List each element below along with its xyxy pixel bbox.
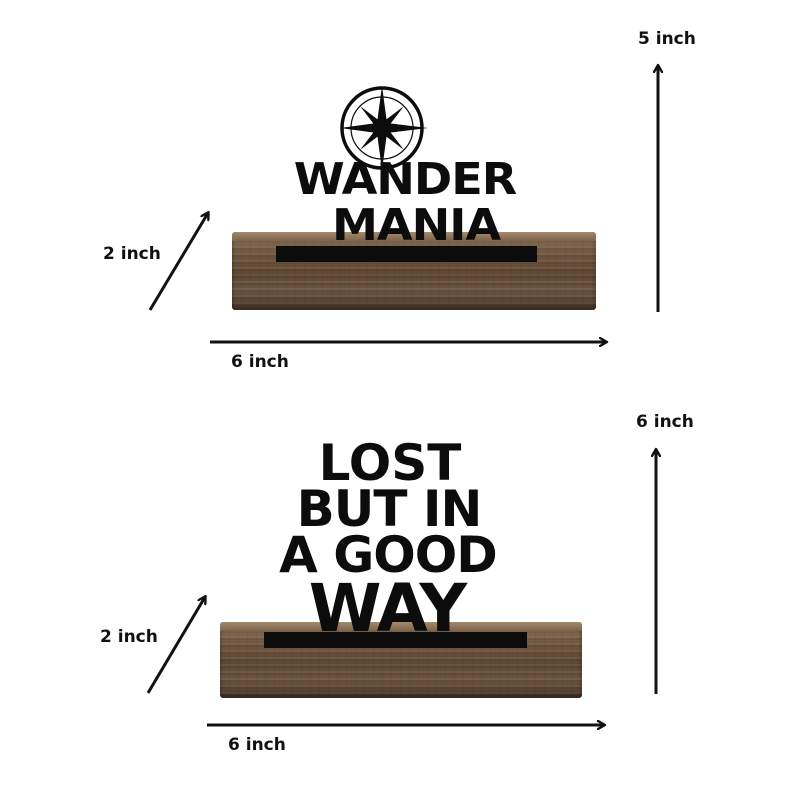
sign-plate-1 bbox=[276, 246, 537, 262]
depth-arrow-1 bbox=[148, 213, 208, 311]
compass-star-icon bbox=[340, 86, 428, 170]
sign-plate-2 bbox=[264, 632, 527, 648]
wooden-base-1 bbox=[232, 232, 596, 310]
sign-line-way: WAY bbox=[308, 570, 467, 647]
width-label-2: 6 inch bbox=[228, 735, 286, 755]
sign-lost-but-in-a-good-way: LOST BUT IN A GOOD WAY bbox=[260, 430, 530, 650]
sign-line-wander: WANDER bbox=[293, 154, 518, 205]
depth-label-1: 2 inch bbox=[103, 244, 161, 264]
sign-line-lost: LOST bbox=[318, 434, 462, 492]
sign-line-mania: MANIA bbox=[331, 200, 501, 251]
sign-line-a-good: A GOOD bbox=[279, 526, 498, 584]
width-label-1: 6 inch bbox=[231, 352, 289, 372]
height-label-1: 5 inch bbox=[638, 29, 696, 49]
height-label-2: 6 inch bbox=[636, 412, 694, 432]
depth-label-2: 2 inch bbox=[100, 627, 158, 647]
sign-line-but-in: BUT IN bbox=[296, 480, 483, 538]
sign-wander-mania: WANDER MANIA bbox=[270, 80, 540, 270]
depth-arrow-2 bbox=[146, 597, 205, 694]
